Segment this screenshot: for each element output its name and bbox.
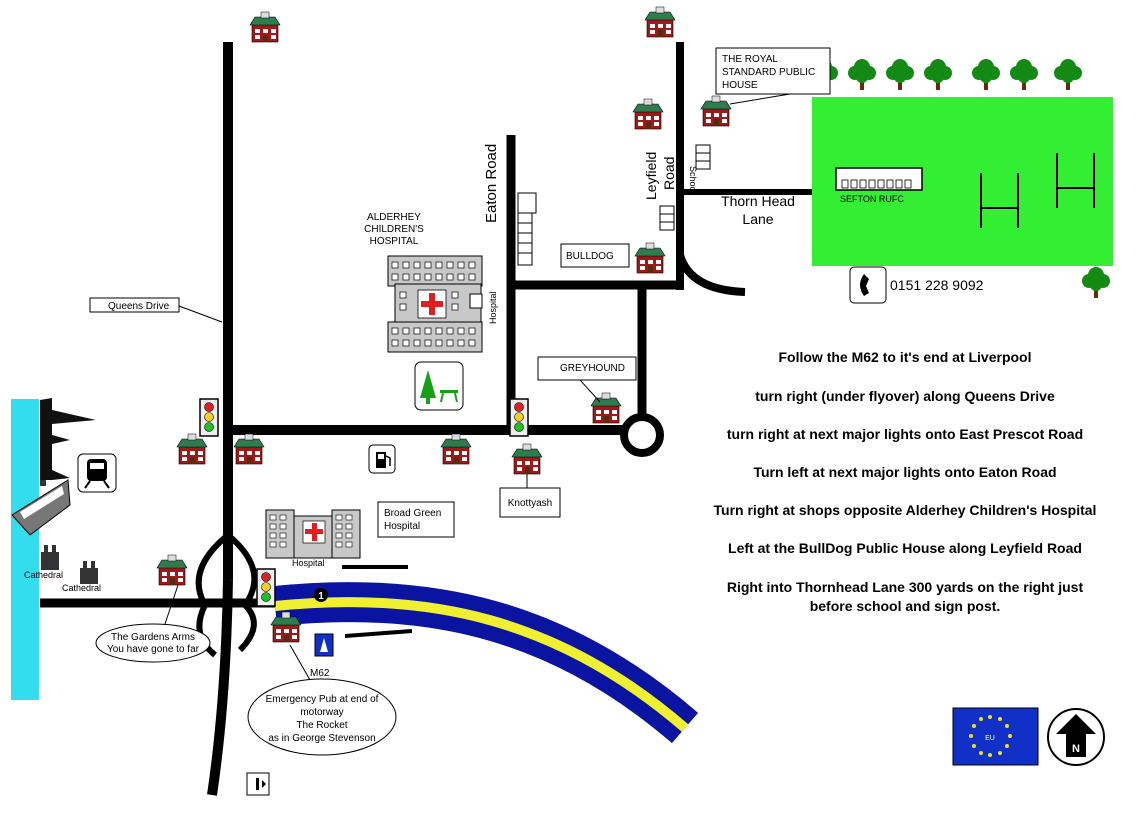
hospital-vertical-label: Hospital	[488, 291, 498, 324]
sefton-field: SEFTON RUFC	[812, 97, 1113, 266]
emergency-pub-line-4: as in George Stevenson	[268, 733, 375, 744]
direction-step-2: turn right (under flyover) along Queens …	[755, 388, 1055, 404]
hospital-icon	[265, 509, 361, 559]
alderhey-line-2: CHILDREN'S	[364, 224, 424, 235]
hospital-icon	[387, 255, 483, 353]
direction-step-7: Right into Thornhead Lane 300 yards on t…	[726, 579, 1084, 595]
direction-step-4: Turn left at next major lights onto Eato…	[753, 464, 1057, 480]
direction-step-8: before school and sign post.	[809, 598, 1001, 614]
direction-step-3: turn right at next major lights onto Eas…	[726, 426, 1084, 442]
airport-icon	[246, 772, 270, 796]
cathedral-icon	[40, 398, 96, 480]
emergency-pub-line-1: Emergency Pub at end of	[266, 694, 379, 705]
sefton-rufc-label: SEFTON RUFC	[840, 194, 904, 204]
emergency-pub-line-3: The Rocket	[296, 720, 347, 731]
hospital-small-label: Hospital	[292, 558, 325, 568]
royal-standard-line-2: STANDARD PUBLIC	[722, 67, 815, 78]
broad-green-line-2: Hospital	[384, 521, 420, 532]
gardens-arms-line-1: The Gardens Arms	[111, 632, 195, 643]
roads	[40, 42, 832, 796]
alderhey-line-3: HOSPITAL	[370, 236, 419, 247]
school-label: School	[688, 166, 698, 194]
motorway-exit-number: 1	[318, 591, 324, 602]
shops-icon	[517, 144, 711, 266]
river	[11, 399, 39, 700]
park-icon	[414, 361, 464, 411]
queens-drive-label: Queens Drive	[108, 301, 170, 312]
phone-icon	[849, 266, 887, 304]
thorn-head-lane-label-2: Lane	[742, 211, 773, 227]
train-icon	[77, 453, 117, 493]
m62-label: M62	[310, 668, 330, 679]
gardens-arms-line-2: You have gone to far	[107, 644, 200, 655]
royal-standard-line-1: THE ROYAL	[722, 54, 778, 65]
thorn-head-lane-label-1: Thorn Head	[721, 193, 795, 209]
eu-flag-icon: EU	[952, 707, 1039, 766]
motorway-m62: 1	[272, 582, 699, 744]
phone-number: 0151 228 9092	[890, 277, 984, 293]
north-label: N	[1072, 743, 1080, 755]
direction-step-1: Follow the M62 to it's end at Liverpool	[778, 349, 1032, 365]
leyfield-road-label-2: Road	[661, 157, 677, 190]
cathedral-icon	[41, 545, 98, 584]
leyfield-road-label-1: Leyfield	[643, 152, 659, 200]
emergency-pub-line-2: motorway	[300, 707, 343, 718]
eu-label: EU	[985, 735, 995, 742]
cathedral-label-2: Cathedral	[62, 583, 101, 593]
greyhound-label: GREYHOUND	[560, 363, 625, 374]
broad-green-line-1: Broad Green	[384, 508, 441, 519]
north-arrow-icon: N	[1047, 708, 1105, 766]
m62-sign: M62	[310, 633, 334, 679]
direction-step-5: Turn right at shops opposite Alderhey Ch…	[713, 502, 1097, 518]
knottyash-label: Knottyash	[508, 498, 552, 509]
direction-step-6: Left at the BullDog Public House along L…	[728, 540, 1082, 556]
alderhey-line-1: ALDERHEY	[367, 212, 421, 223]
fuel-icon	[368, 444, 396, 474]
cathedral-label-1: Cathedral	[24, 570, 63, 580]
bulldog-label: BULLDOG	[566, 251, 614, 262]
royal-standard-line-3: HOUSE	[722, 80, 758, 91]
eaton-road-label: Eaton Road	[483, 144, 500, 223]
